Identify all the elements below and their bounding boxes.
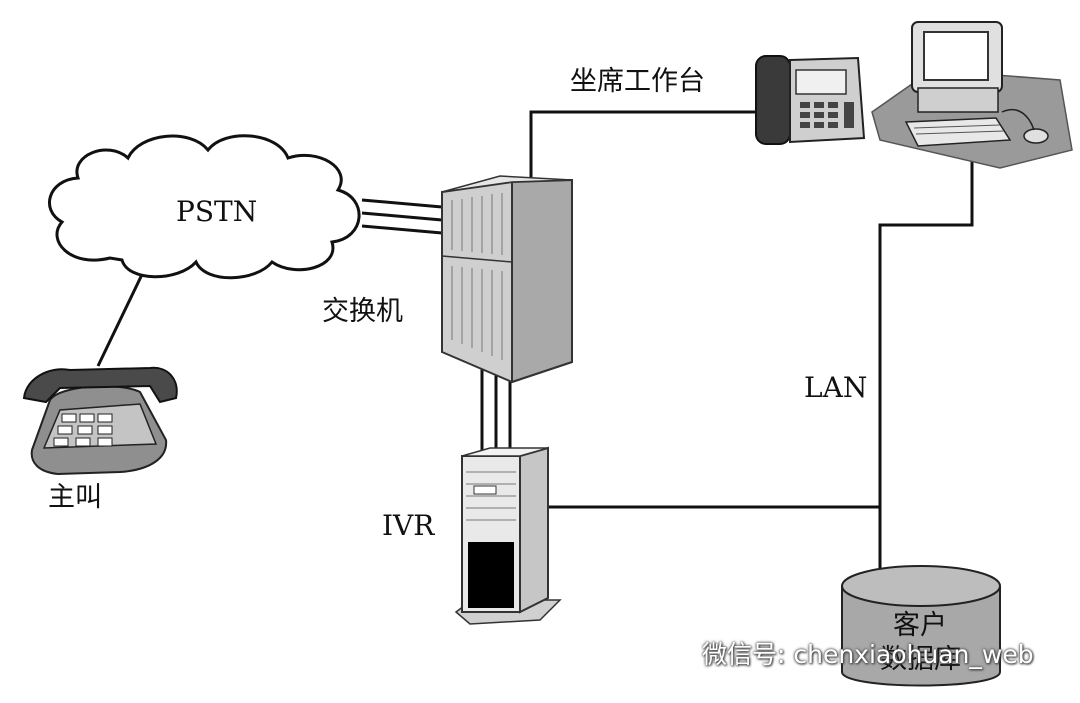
lan-line bbox=[878, 150, 974, 570]
connection-lines bbox=[96, 110, 974, 570]
lan-label: LAN bbox=[804, 371, 868, 404]
wechat-icon bbox=[652, 633, 694, 673]
pstn-label: PSTN bbox=[176, 195, 258, 228]
caller-label: 主叫 bbox=[48, 482, 102, 513]
switch-to-agent-line bbox=[529, 110, 755, 182]
watermark-text: 微信号: chenxiaohuan_web bbox=[702, 640, 1034, 669]
database-label-line2: 数据库 bbox=[880, 644, 961, 675]
ivr-label: IVR bbox=[382, 509, 435, 542]
agent-phone-icon bbox=[755, 55, 866, 145]
ivr-server-icon bbox=[454, 446, 562, 625]
trunk-line-3 bbox=[361, 224, 443, 235]
caller-phone-icon bbox=[22, 366, 178, 476]
trunk-line-2 bbox=[361, 211, 443, 222]
customer-database-icon bbox=[841, 565, 1001, 687]
agent-workstation-label: 坐席工作台 bbox=[570, 66, 705, 97]
pstn-cloud bbox=[47, 134, 361, 280]
database-label-line1: 客户 bbox=[893, 610, 947, 641]
pstn-to-caller-line bbox=[96, 261, 150, 367]
wechat-watermark: 微信号: chenxiaohuan_web bbox=[652, 633, 1034, 673]
trunk-line-1 bbox=[361, 198, 443, 209]
agent-computer-icon bbox=[871, 21, 1073, 169]
switch-label: 交换机 bbox=[322, 296, 403, 327]
switch-cabinet bbox=[441, 175, 573, 384]
